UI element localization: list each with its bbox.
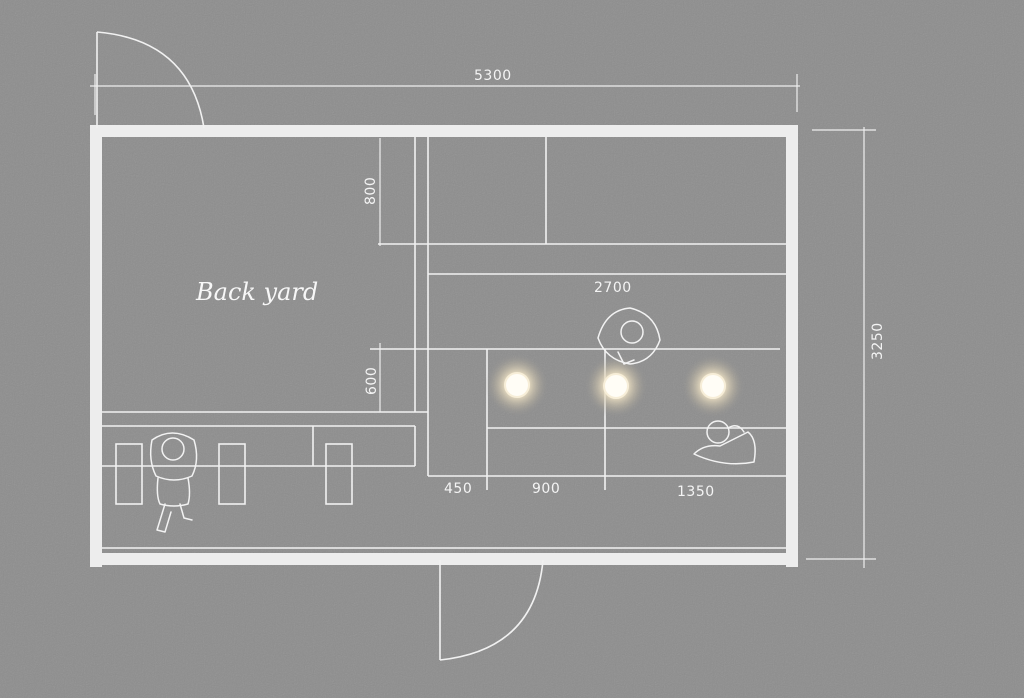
pendant-lights <box>485 353 745 418</box>
dimension-upper-depth: 800 <box>363 177 379 205</box>
pendant-light-icon <box>584 354 648 418</box>
dimension-seg-b: 900 <box>532 481 560 497</box>
stools <box>115 443 353 505</box>
dimension-width-total: 5300 <box>474 68 512 84</box>
door-top-left <box>96 31 205 131</box>
stool <box>115 443 143 505</box>
room-label: Back yard <box>195 278 318 306</box>
dimension-counter-length: 2700 <box>594 280 632 296</box>
outer-walls <box>90 125 798 567</box>
dimension-seg-a: 450 <box>444 481 472 497</box>
pendant-light-icon <box>681 354 745 418</box>
dimension-seg-c: 1350 <box>677 484 715 500</box>
person-topview-icon <box>693 420 756 465</box>
person-topview-icon <box>149 432 198 533</box>
dimension-left-inner: 800 600 <box>363 138 381 412</box>
dimension-height-total: 3250 <box>870 322 886 360</box>
dimension-right: 3250 <box>806 127 886 568</box>
stool <box>325 443 353 505</box>
stool <box>218 443 246 505</box>
door-bottom <box>439 559 544 661</box>
dimension-lower-depth: 600 <box>364 367 380 395</box>
dimension-segments: 450 900 1350 <box>444 481 715 500</box>
pendant-light-icon <box>485 353 549 417</box>
person-topview-icon <box>597 307 661 365</box>
interior-partitions <box>102 137 786 549</box>
dimension-top: 5300 <box>90 68 800 115</box>
